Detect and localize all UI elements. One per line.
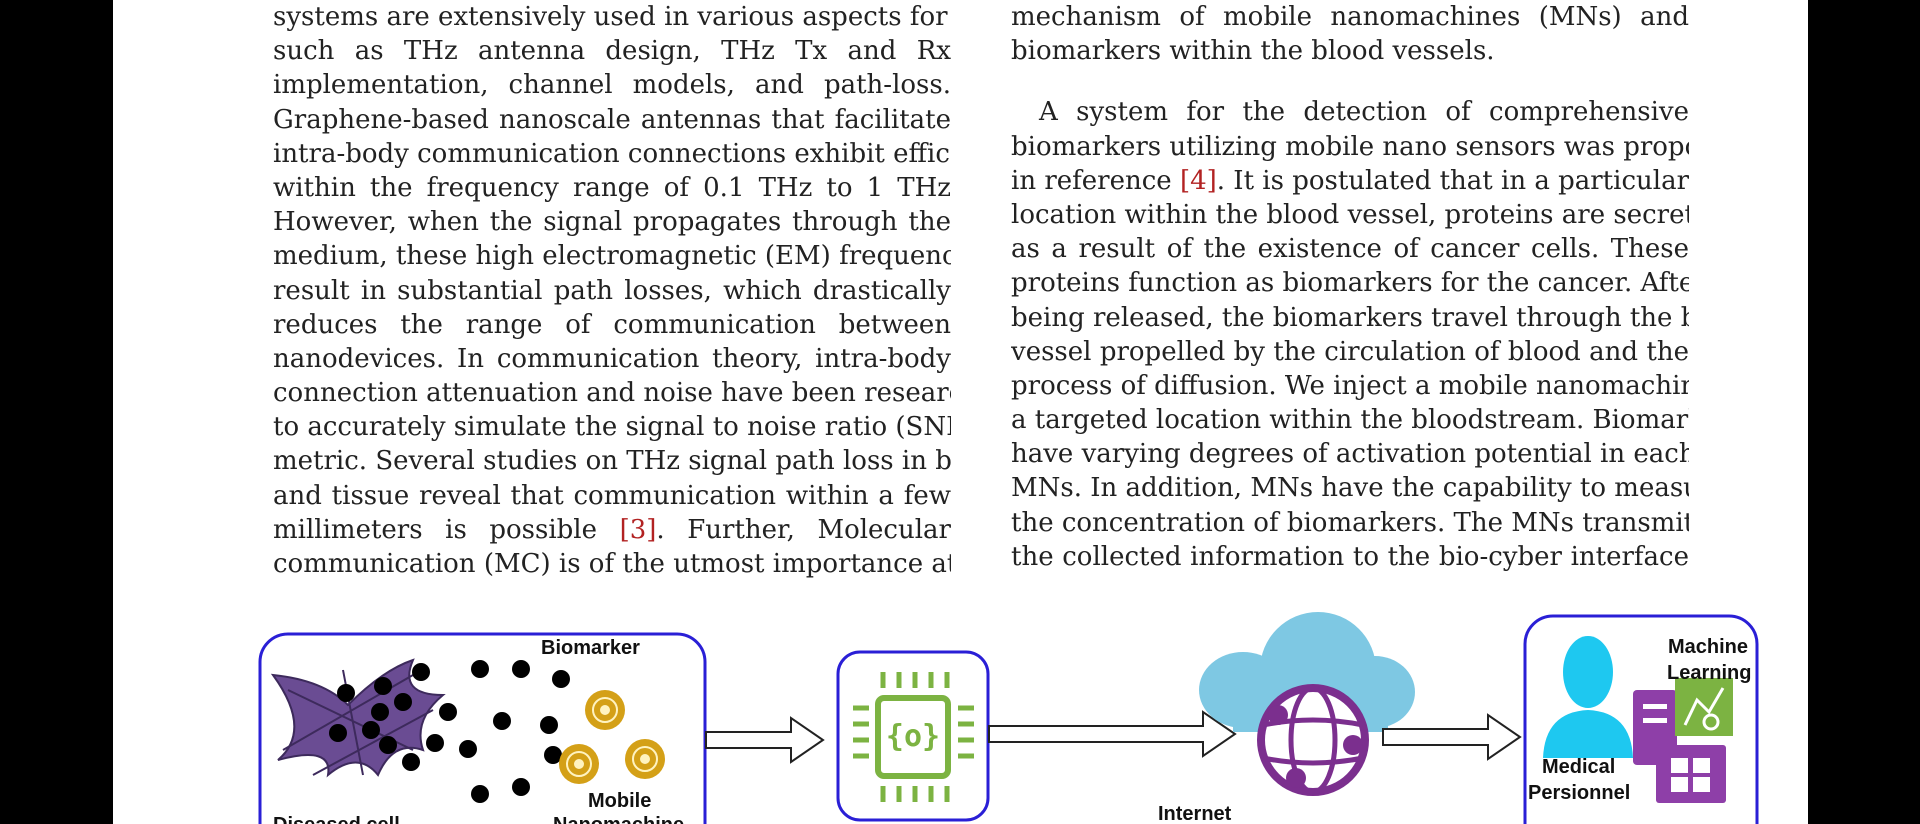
biomarker-dots: [329, 660, 570, 803]
label-mobile: Mobile: [588, 790, 652, 812]
text-line: and tissue reveal that communication wit…: [273, 480, 951, 511]
text-line: have varying degrees of activation poten…: [1011, 439, 1689, 470]
arrow-3-icon: [1382, 713, 1522, 761]
citation-link-4[interactable]: [4]: [1179, 165, 1217, 196]
machine-learning-icon: [1675, 678, 1733, 736]
system-figure: {o}: [113, 600, 1808, 824]
text-line: mechanism of mobile nanomachines (MNs) a…: [1011, 2, 1689, 32]
text-line-with-citation: in reference [4]. It is postulated that …: [1011, 164, 1689, 198]
person-icon: [1543, 636, 1633, 758]
arrow-1-icon: [705, 716, 825, 764]
chip-icon: {o}: [853, 672, 974, 802]
label-learning: Learning: [1667, 662, 1752, 684]
paragraph-gap: [1011, 68, 1689, 95]
text-line: within the frequency range of 0.1 THz to…: [273, 172, 951, 203]
medical-personnel-panel: [1523, 614, 1759, 824]
text-line: systems are extensively used in various …: [273, 2, 951, 32]
text-fragment: . It is postulated that in a particular: [1216, 165, 1689, 196]
svg-text:{o}: {o}: [886, 719, 940, 754]
label-biomarker: Biomarker: [541, 637, 640, 659]
text-line: However, when the signal propagates thro…: [273, 207, 951, 238]
mobile-nanomachine-icons: [559, 690, 665, 784]
text-line: metric. Several studies on THz signal pa…: [273, 446, 951, 477]
text-line: A system for the detection of comprehens…: [1039, 97, 1689, 128]
label-nanomachine: Nanomachine: [553, 813, 684, 824]
left-text-column: systems are extensively used in various …: [273, 0, 951, 581]
text-line: vessel propelled by the circulation of b…: [1011, 336, 1689, 367]
text-line: such as THz antenna design, THz Tx and R…: [273, 36, 951, 67]
label-machine: Machine: [1668, 636, 1749, 658]
text-line: medium, these high electromagnetic (EM) …: [273, 241, 951, 272]
text-line: a targeted location within the bloodstre…: [1011, 405, 1689, 436]
text-line: implementation, channel models, and path…: [273, 70, 951, 101]
text-line: the collected information to the bio-cyb…: [1011, 541, 1689, 572]
arrow-2-icon: [988, 710, 1237, 758]
text-fragment: in reference: [1011, 165, 1180, 196]
label-diseased-cell: Diseased cell: [273, 813, 400, 824]
text-line: as a result of the existence of cancer c…: [1011, 234, 1689, 265]
internet-globe-icon: [1257, 684, 1369, 796]
text-line: to accurately simulate the signal to noi…: [273, 412, 951, 443]
text-line: reduces the range of communication betwe…: [273, 309, 951, 340]
figure-graphics: {o}: [258, 612, 1759, 824]
text-line: proteins function as biomarkers for the …: [1011, 268, 1689, 299]
text-line: communication (MC) is of the utmost impo…: [273, 549, 951, 579]
text-line-with-citation: millimeters is possible [3]. Further, Mo…: [273, 513, 951, 547]
diseased-cell-icon: [270, 658, 446, 778]
text-line: biomarkers utilizing mobile nano sensors…: [1011, 131, 1689, 162]
right-text-column: mechanism of mobile nanomachines (MNs) a…: [1011, 0, 1689, 574]
label-internet: Internet: [1158, 803, 1232, 824]
text-line: nanodevices. In communication theory, in…: [273, 343, 951, 374]
text-line: result in substantial path losses, which…: [273, 275, 951, 306]
label-personnel: Persionnel: [1528, 782, 1631, 804]
text-line: intra-body communication connections exh…: [273, 138, 951, 169]
text-line: the concentration of biomarkers. The MNs…: [1011, 507, 1689, 538]
text-line: MNs. In addition, MNs have the capabilit…: [1011, 473, 1689, 504]
citation-link-3[interactable]: [3]: [619, 514, 657, 545]
paper-page: systems are extensively used in various …: [113, 0, 1808, 824]
text-line: process of diffusion. We inject a mobile…: [1011, 370, 1689, 401]
label-medical: Medical: [1542, 756, 1616, 778]
windows-screen-icon: [1656, 745, 1726, 803]
text-line: Graphene-based nanoscale antennas that f…: [273, 104, 951, 135]
text-fragment: millimeters is possible: [273, 514, 620, 545]
text-fragment: . Further, Molecular: [656, 514, 951, 545]
text-line: location within the blood vessel, protei…: [1011, 199, 1689, 230]
text-line: connection attenuation and noise have be…: [273, 378, 951, 409]
text-line: biomarkers within the blood vessels.: [1011, 36, 1495, 67]
text-line: being released, the biomarkers travel th…: [1011, 302, 1689, 333]
